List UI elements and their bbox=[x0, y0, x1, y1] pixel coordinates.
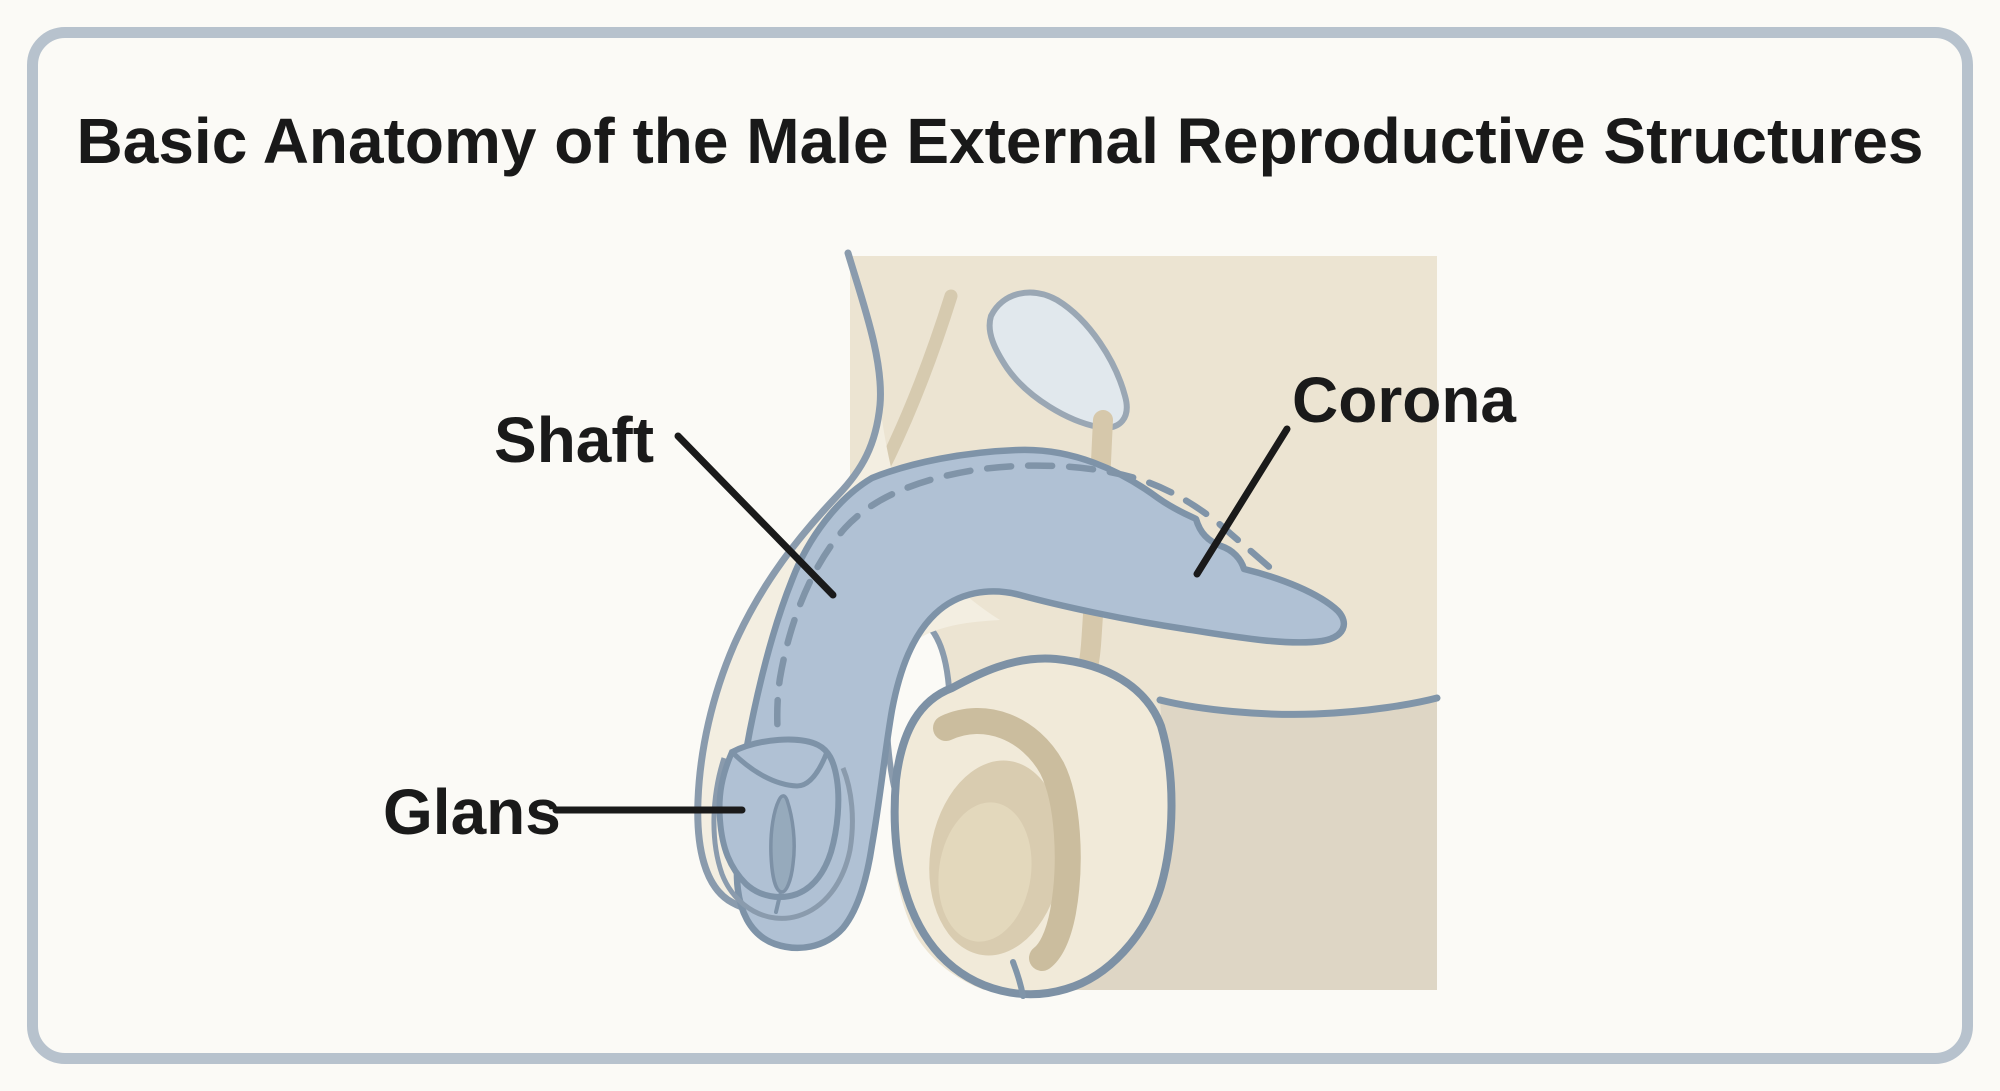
epididymis bbox=[933, 708, 1081, 971]
testicle-highlight bbox=[938, 802, 1032, 942]
foreskin-cleft bbox=[774, 893, 782, 914]
bladder bbox=[986, 289, 1130, 431]
figure-title: Basic Anatomy of the Male External Repro… bbox=[76, 105, 1924, 177]
urethra-dashed-line bbox=[774, 462, 1280, 809]
leader-line-shaft bbox=[674, 432, 837, 599]
label-corona: Corona bbox=[1292, 364, 1516, 436]
urethral-meatus bbox=[769, 794, 796, 894]
glans-corona-edge bbox=[729, 749, 830, 789]
foreskin-inner-line bbox=[711, 757, 855, 921]
thigh-region bbox=[1024, 698, 1437, 990]
leader-line-corona bbox=[1193, 425, 1291, 578]
thigh-contour-line bbox=[1156, 694, 1441, 718]
label-glans: Glans bbox=[383, 776, 561, 848]
label-shaft: Shaft bbox=[494, 404, 654, 476]
scrotal-raphe bbox=[1010, 959, 1026, 999]
